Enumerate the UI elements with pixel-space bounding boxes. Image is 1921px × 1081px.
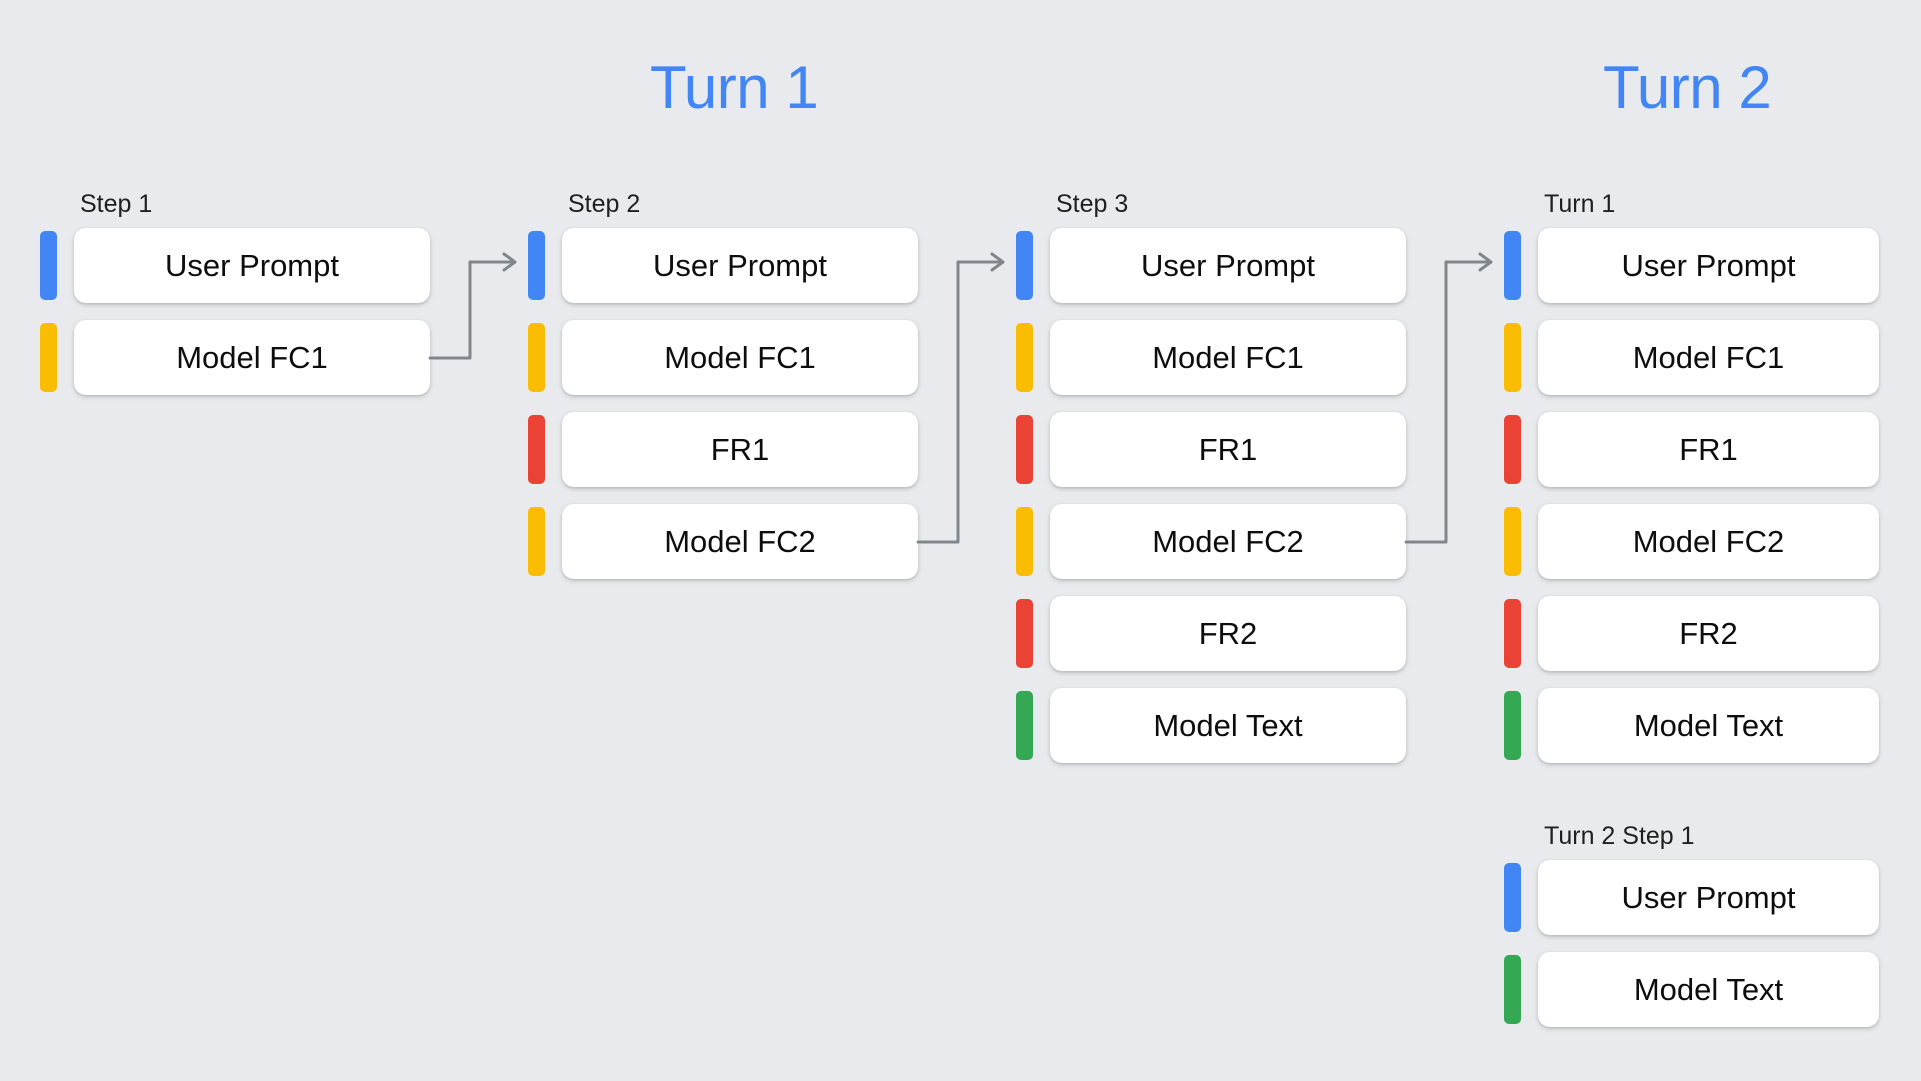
entry-label: User Prompt: [653, 248, 827, 283]
entry-card[interactable]: Model FC2: [1050, 504, 1406, 579]
entry-row[interactable]: FR1: [1016, 412, 1406, 487]
entry-card[interactable]: FR2: [1538, 596, 1879, 671]
column-step-3: Step 3 User Prompt Model FC1 FR1 Model F…: [1016, 192, 1406, 763]
column-label-turn-2-step-1: Turn 2 Step 1: [1544, 822, 1695, 850]
column-step-2: Step 2 User Prompt Model FC1 FR1 Model F…: [528, 192, 918, 579]
entry-label: Model FC1: [1632, 340, 1785, 375]
entry-label: FR2: [1198, 616, 1258, 651]
entry-card[interactable]: User Prompt: [1538, 228, 1879, 303]
role-color-bar-user-prompt: [528, 231, 545, 300]
entry-label: Model FC1: [176, 340, 328, 375]
entry-card[interactable]: FR1: [562, 412, 918, 487]
entry-row[interactable]: Model FC1: [528, 320, 918, 395]
entry-row[interactable]: Model FC1: [40, 320, 430, 395]
entry-row[interactable]: Model FC2: [1504, 504, 1879, 579]
role-color-bar-function-response: [1504, 415, 1521, 484]
entry-card[interactable]: Model FC2: [1538, 504, 1879, 579]
entry-row[interactable]: FR1: [528, 412, 918, 487]
role-color-bar-model-function-call: [528, 323, 545, 392]
entry-label: Model FC2: [664, 524, 816, 559]
entry-row[interactable]: User Prompt: [1016, 228, 1406, 303]
entry-label: User Prompt: [1621, 880, 1796, 915]
entry-label: User Prompt: [165, 248, 339, 283]
role-color-bar-user-prompt: [1504, 863, 1521, 932]
entry-row[interactable]: FR2: [1504, 596, 1879, 671]
entry-card[interactable]: FR1: [1050, 412, 1406, 487]
role-color-bar-user-prompt: [1504, 231, 1521, 300]
entry-label: User Prompt: [1621, 248, 1796, 283]
connector-step2-to-step3: [916, 252, 1005, 544]
entry-row[interactable]: Model Text: [1504, 952, 1879, 1027]
entry-label: Model FC2: [1152, 524, 1304, 559]
turn-2-heading: Turn 2: [1603, 54, 1772, 121]
entry-label: FR1: [1198, 432, 1258, 467]
entry-label: Model FC1: [664, 340, 816, 375]
role-color-bar-function-response: [1504, 599, 1521, 668]
role-color-bar-user-prompt: [1016, 231, 1033, 300]
entry-label: FR2: [1679, 616, 1738, 651]
entry-card[interactable]: Model Text: [1050, 688, 1406, 763]
entry-row[interactable]: User Prompt: [1504, 860, 1879, 935]
entry-row[interactable]: Model FC2: [1016, 504, 1406, 579]
role-color-bar-model-function-call: [1504, 507, 1521, 576]
entry-label: Model FC2: [1632, 524, 1785, 559]
column-label-step-2: Step 2: [568, 190, 641, 218]
entry-row[interactable]: Model FC2: [528, 504, 918, 579]
entry-card[interactable]: Model FC1: [1050, 320, 1406, 395]
entry-card[interactable]: User Prompt: [1050, 228, 1406, 303]
entry-label: Model FC1: [1152, 340, 1304, 375]
role-color-bar-model-text: [1016, 691, 1033, 760]
entry-label: Model Text: [1153, 708, 1303, 743]
entry-card[interactable]: User Prompt: [74, 228, 430, 303]
entry-row[interactable]: FR1: [1504, 412, 1879, 487]
turn-1-heading: Turn 1: [650, 54, 819, 121]
entry-label: FR1: [1679, 432, 1738, 467]
role-color-bar-model-function-call: [40, 323, 57, 392]
column-step-1: Step 1 User Prompt Model FC1: [40, 192, 430, 395]
role-color-bar-model-function-call: [1016, 323, 1033, 392]
role-color-bar-function-response: [1016, 415, 1033, 484]
entry-card[interactable]: FR1: [1538, 412, 1879, 487]
entry-card[interactable]: Model FC1: [562, 320, 918, 395]
entry-card[interactable]: Model FC1: [1538, 320, 1879, 395]
entry-row[interactable]: Model Text: [1016, 688, 1406, 763]
entry-card[interactable]: Model FC1: [74, 320, 430, 395]
entry-card[interactable]: Model Text: [1538, 952, 1879, 1027]
entry-card[interactable]: User Prompt: [562, 228, 918, 303]
column-turn-2-step-1: Turn 2 Step 1 User Prompt Model Text: [1504, 824, 1879, 1027]
column-turn-1-recap: Turn 1 User Prompt Model FC1 FR1 Model F…: [1504, 192, 1879, 763]
entry-card[interactable]: User Prompt: [1538, 860, 1879, 935]
role-color-bar-function-response: [1016, 599, 1033, 668]
connector-step1-to-step2: [428, 252, 517, 360]
entry-row[interactable]: User Prompt: [40, 228, 430, 303]
entry-label: Model Text: [1633, 708, 1784, 743]
entry-label: User Prompt: [1141, 248, 1315, 283]
entry-card[interactable]: Model FC2: [562, 504, 918, 579]
entry-row[interactable]: User Prompt: [528, 228, 918, 303]
column-label-step-3: Step 3: [1056, 190, 1129, 218]
entry-label: Model Text: [1633, 972, 1784, 1007]
role-color-bar-function-response: [528, 415, 545, 484]
role-color-bar-model-text: [1504, 955, 1521, 1024]
entry-row[interactable]: Model Text: [1504, 688, 1879, 763]
role-color-bar-model-text: [1504, 691, 1521, 760]
role-color-bar-model-function-call: [1016, 507, 1033, 576]
role-color-bar-model-function-call: [1504, 323, 1521, 392]
entry-row[interactable]: Model FC1: [1504, 320, 1879, 395]
entry-row[interactable]: Model FC1: [1016, 320, 1406, 395]
column-label-step-1: Step 1: [80, 190, 153, 218]
entry-row[interactable]: User Prompt: [1504, 228, 1879, 303]
entry-label: FR1: [710, 432, 770, 467]
entry-card[interactable]: Model Text: [1538, 688, 1879, 763]
entry-card[interactable]: FR2: [1050, 596, 1406, 671]
column-label-turn-1-recap: Turn 1: [1544, 190, 1616, 218]
role-color-bar-user-prompt: [40, 231, 57, 300]
connector-step3-to-turn1-recap: [1404, 252, 1493, 544]
entry-row[interactable]: FR2: [1016, 596, 1406, 671]
role-color-bar-model-function-call: [528, 507, 545, 576]
